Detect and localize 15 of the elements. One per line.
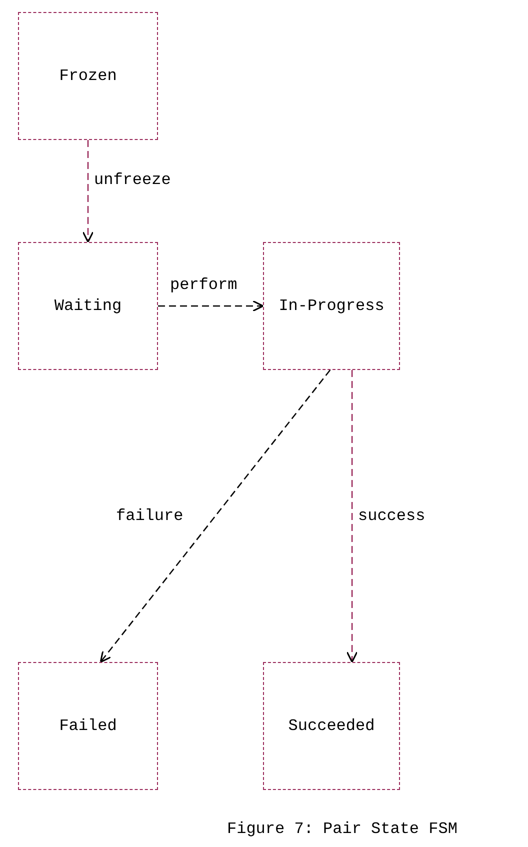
state-box	[18, 242, 158, 370]
arrow	[346, 370, 358, 663]
state-box	[263, 662, 400, 790]
arrow	[82, 140, 94, 243]
edge-label: perform	[168, 276, 240, 294]
state-box	[263, 242, 400, 370]
state-box	[18, 662, 158, 790]
state-name: In-Progress	[278, 297, 384, 315]
arrow	[158, 300, 264, 312]
arrow	[100, 370, 331, 663]
state-name: Failed	[59, 717, 117, 735]
state-box	[18, 12, 158, 140]
state-name: Waiting	[54, 297, 122, 315]
state-name: Frozen	[59, 67, 117, 85]
state-name: Succeeded	[288, 717, 375, 735]
